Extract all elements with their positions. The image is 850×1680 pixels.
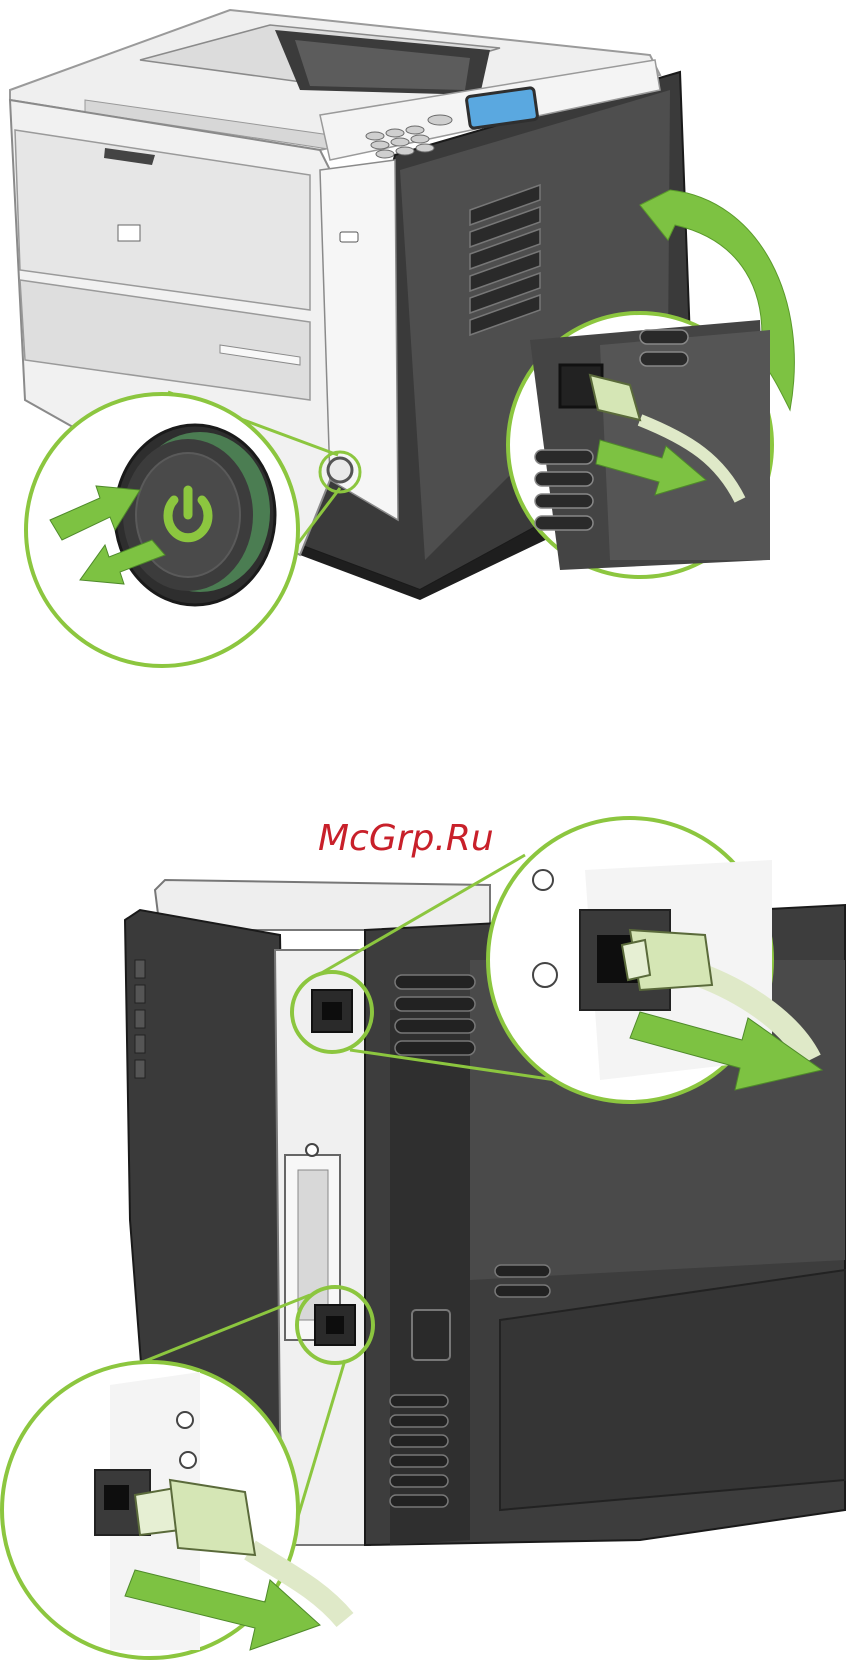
printer-power-button[interactable] xyxy=(328,458,352,482)
power-cable-callout xyxy=(508,313,772,577)
watermark: McGrp.Ru xyxy=(318,818,494,859)
